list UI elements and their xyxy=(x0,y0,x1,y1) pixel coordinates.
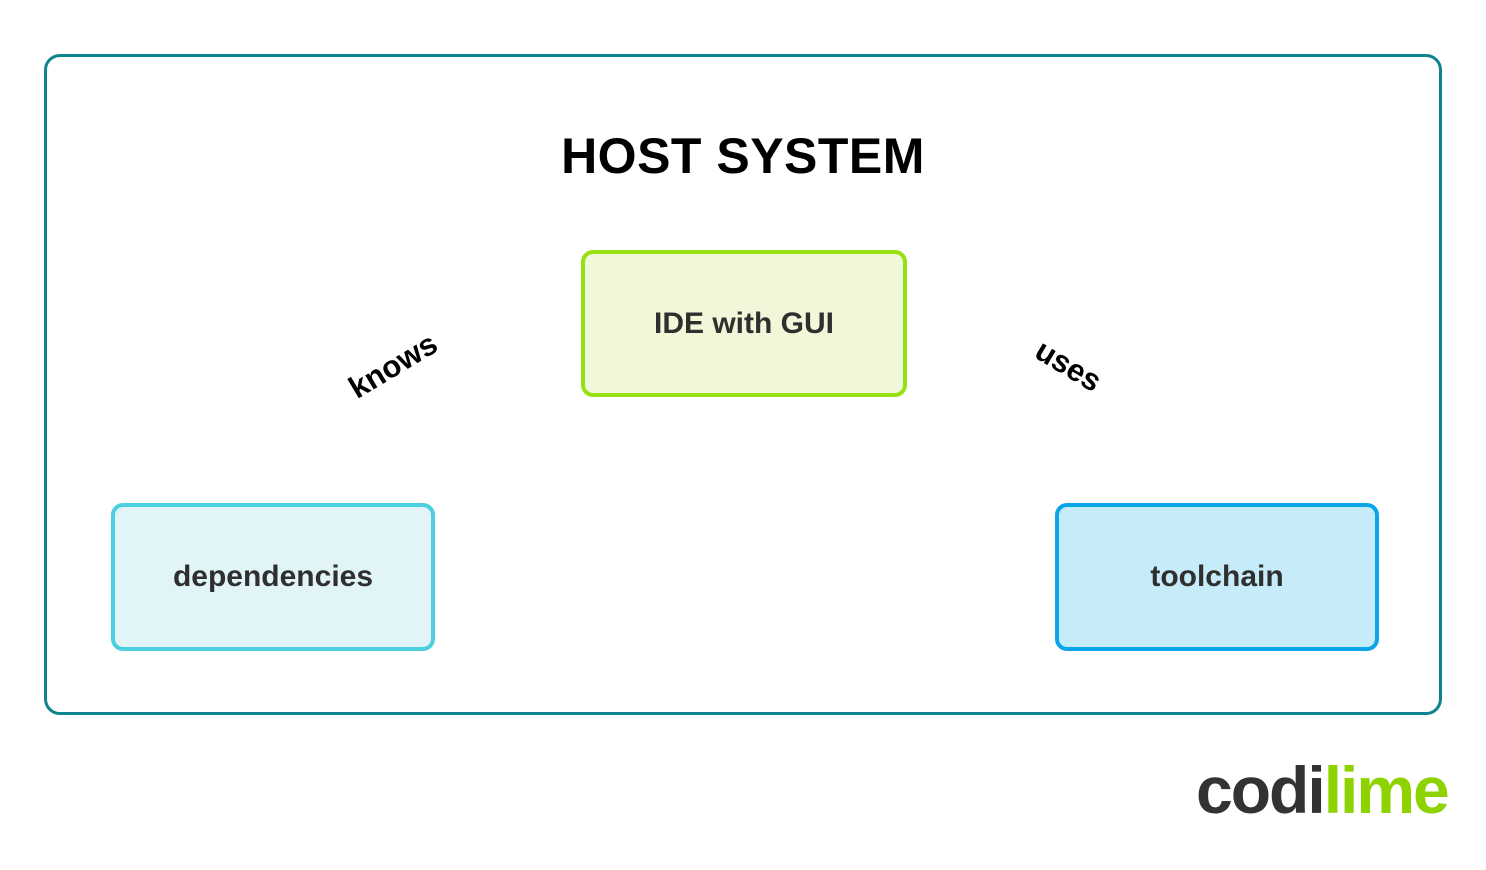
node-label-dependencies: dependencies xyxy=(172,560,374,593)
logo-text-lime: lime xyxy=(1323,753,1450,827)
node-label-ide-with-gui: IDE with GUI xyxy=(654,306,834,340)
node-label-toolchain: toolchain xyxy=(1150,560,1284,593)
node-ide-with-gui[interactable]: IDE with GUI xyxy=(581,250,907,397)
node-dependencies[interactable]: dependencies xyxy=(111,503,435,651)
logo-text-codi: codi xyxy=(1196,753,1326,827)
codilime-logo: codilime xyxy=(1196,757,1450,823)
node-toolchain[interactable]: toolchain xyxy=(1055,503,1379,651)
diagram-title: HOST SYSTEM xyxy=(561,128,925,184)
